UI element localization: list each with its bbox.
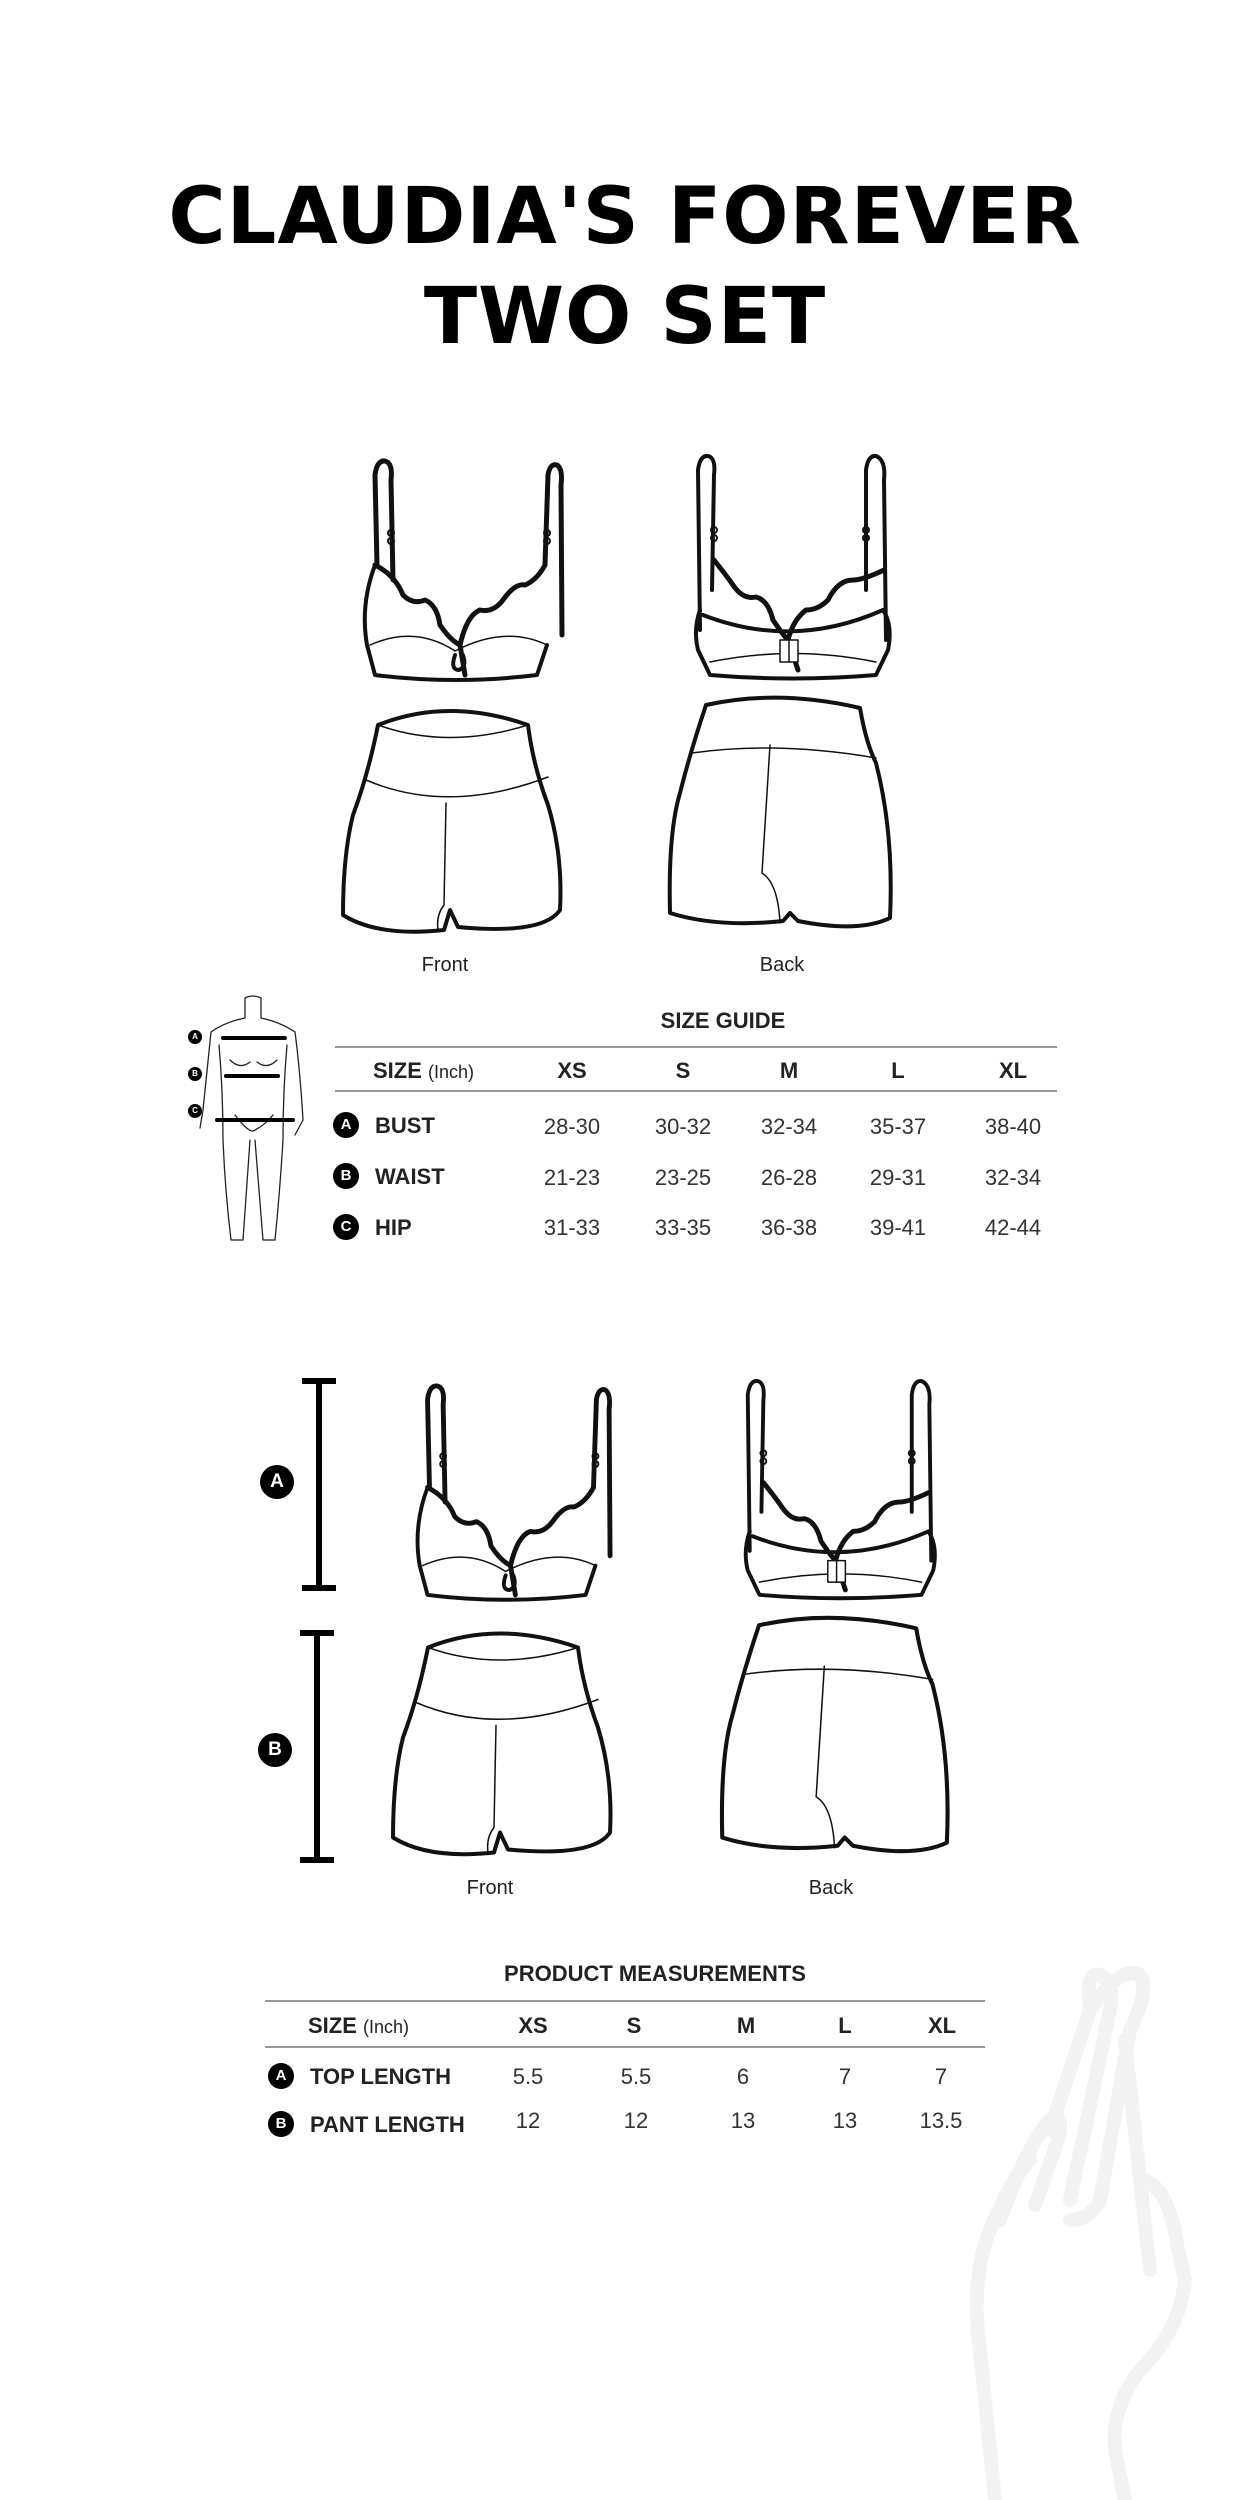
cell: 13: [730, 2108, 756, 2133]
cell: 21-23: [543, 1165, 601, 1190]
row-label: BUST: [375, 1113, 435, 1138]
front-view-label-measure: Front: [466, 1877, 514, 1899]
back-view-label: Back: [759, 954, 805, 976]
product-measurements-header-rule: [265, 2046, 985, 2048]
badge-a: A: [333, 1112, 359, 1138]
cell: 7: [934, 2064, 948, 2089]
size-header-label: SIZE: [373, 1058, 422, 1083]
shorts-back-illustration-measure: [719, 1615, 950, 1854]
mannequin-marker-a: A: [188, 1030, 202, 1044]
size-header-unit: (Inch): [428, 1062, 475, 1082]
product-measurements-top-rule: [265, 2000, 985, 2002]
product-col-m: M: [736, 2013, 756, 2038]
row-label: WAIST: [375, 1164, 445, 1189]
cell: 26-28: [760, 1165, 818, 1190]
cell: 32-34: [760, 1114, 818, 1139]
size-guide-header-rule: [335, 1090, 1057, 1092]
mannequin-marker-b: B: [188, 1067, 202, 1081]
product-measurements-size-header: SIZE (Inch): [308, 2013, 409, 2039]
badge-c: C: [333, 1214, 359, 1240]
badge-b: B: [268, 2111, 294, 2137]
pant-length-dimension-bar: [300, 1630, 334, 1863]
bra-back-illustration: [693, 453, 892, 681]
page-title-line-1: CLAUDIA'S FOREVER: [168, 172, 1082, 262]
cell: 13.5: [919, 2108, 963, 2133]
shorts-front-illustration: [341, 709, 563, 934]
size-guide-col-m: M: [779, 1058, 799, 1083]
cell: 30-32: [654, 1114, 712, 1139]
size-header-unit: (Inch): [363, 2017, 410, 2037]
size-guide-col-s: S: [675, 1058, 691, 1083]
size-guide-title: SIZE GUIDE: [660, 1008, 786, 1033]
page-title-line-2: TWO SET: [423, 272, 827, 362]
row-label: HIP: [375, 1215, 412, 1240]
cell: 32-34: [984, 1165, 1042, 1190]
product-col-s: S: [626, 2013, 642, 2038]
bra-front-illustration-measure: [415, 1383, 613, 1602]
badge-b: B: [333, 1163, 359, 1189]
cell: 33-35: [654, 1215, 712, 1240]
cell: 23-25: [654, 1165, 712, 1190]
top-length-dimension-bar: [302, 1378, 336, 1591]
front-view-label: Front: [421, 954, 469, 976]
mannequin-illustration: [199, 995, 304, 1241]
size-guide-size-header: SIZE (Inch): [373, 1058, 474, 1084]
row-label: PANT LENGTH: [310, 2112, 465, 2137]
cell: 42-44: [984, 1215, 1042, 1240]
bra-back-illustration-measure: [743, 1379, 937, 1601]
product-col-xs: XS: [518, 2013, 548, 2038]
row-label: TOP LENGTH: [310, 2064, 451, 2089]
mannequin-marker-c: C: [188, 1104, 202, 1118]
cell: 39-41: [869, 1215, 927, 1240]
cell: 31-33: [543, 1215, 601, 1240]
cell: 12: [515, 2108, 541, 2133]
marker-b: B: [258, 1733, 292, 1767]
size-guide-col-l: L: [891, 1058, 905, 1083]
product-col-xl: XL: [927, 2013, 957, 2038]
cell: 12: [623, 2108, 649, 2133]
marker-a: A: [260, 1465, 294, 1499]
badge-a: A: [268, 2063, 294, 2089]
shorts-back-illustration: [667, 695, 893, 929]
product-col-l: L: [838, 2013, 852, 2038]
size-guide-col-xs: XS: [557, 1058, 587, 1083]
cell: 7: [838, 2064, 852, 2089]
cell: 36-38: [760, 1215, 818, 1240]
cell: 35-37: [869, 1114, 927, 1139]
back-view-label-measure: Back: [808, 1877, 854, 1899]
cell: 29-31: [869, 1165, 927, 1190]
size-guide-top-rule: [335, 1046, 1057, 1048]
size-guide-col-xl: XL: [998, 1058, 1028, 1083]
cell: 13: [832, 2108, 858, 2133]
cell: 38-40: [984, 1114, 1042, 1139]
crossed-fingers-icon: [969, 1966, 1192, 2500]
cell: 5.5: [512, 2064, 544, 2089]
size-header-label: SIZE: [308, 2013, 357, 2038]
cell: 6: [736, 2064, 750, 2089]
product-measurements-title: PRODUCT MEASUREMENTS: [504, 1961, 806, 1986]
cell: 28-30: [543, 1114, 601, 1139]
bra-front-illustration: [362, 458, 565, 682]
shorts-front-illustration-measure: [391, 1631, 613, 1857]
cell: 5.5: [620, 2064, 652, 2089]
